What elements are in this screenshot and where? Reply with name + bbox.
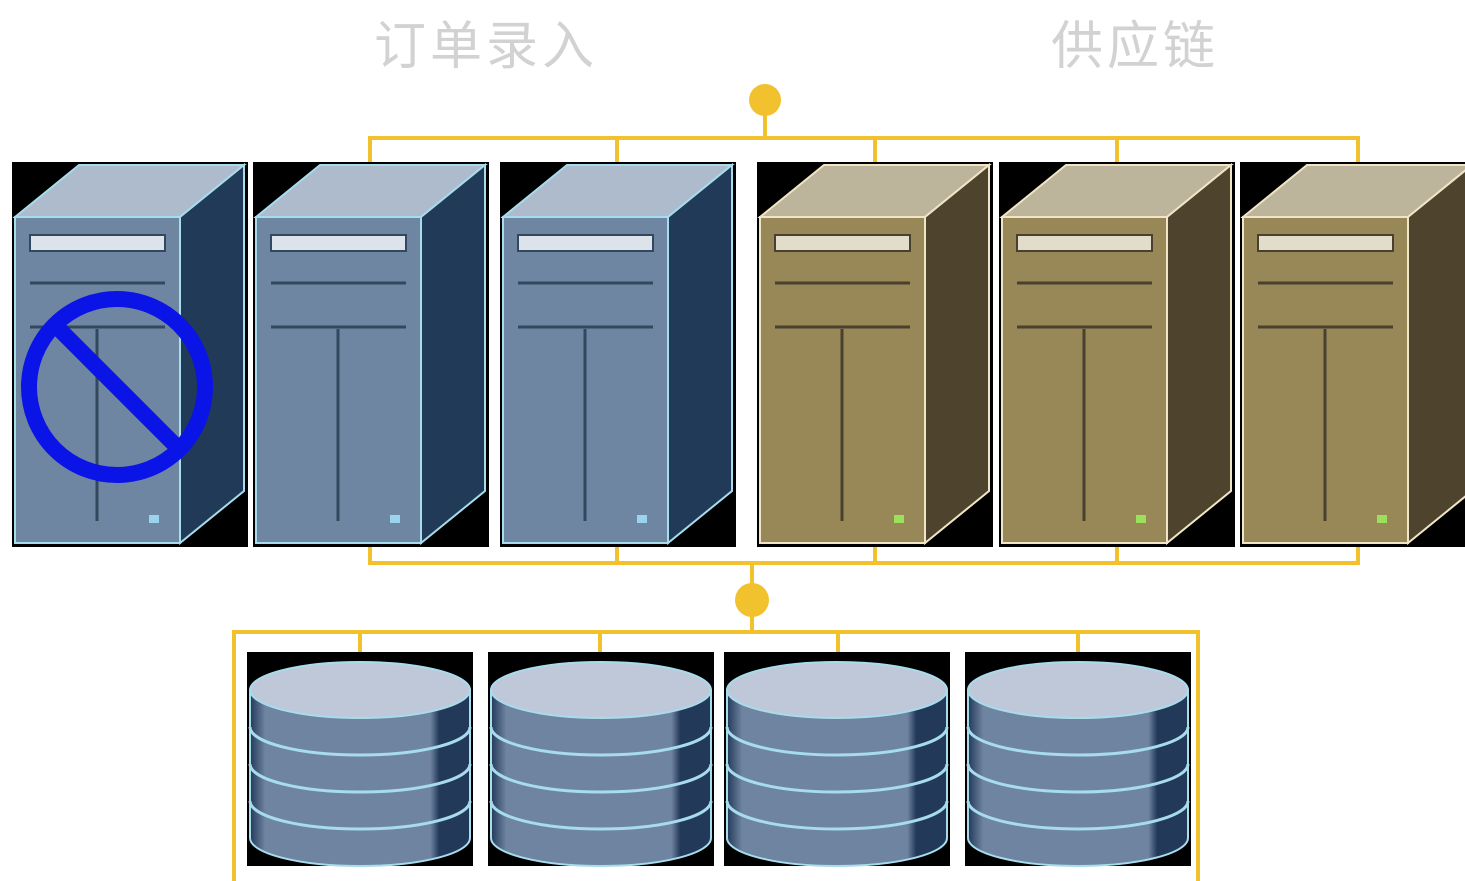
server-side-face [924,162,990,546]
server-drive-bay [1257,234,1394,252]
prohibited-ring [21,291,213,483]
server-status-led [390,515,400,523]
storage-platter-ring [966,800,1190,831]
server-drive-bay [1016,234,1153,252]
storage-body [967,689,1189,867]
server-status-led [1136,515,1146,523]
storage-platter-ring [725,800,949,831]
supply-chain-label: 供应链 [1050,17,1219,77]
server-drive-bay [270,234,407,252]
server-drive-bay [29,234,166,252]
server-side-face [1407,169,1465,546]
bottom-hub-node [735,583,769,617]
storage-top [726,661,948,719]
server-tower [253,162,489,547]
storage-platter-ring [248,763,472,794]
server-tower [757,162,993,547]
storage-disk-stack [247,652,473,867]
server-tower [1240,162,1465,547]
server-drive-bay [774,234,911,252]
server-status-led [637,515,647,523]
order-entry-label: 订单录入 [373,17,598,77]
server-tower [500,162,736,547]
server-side-face [667,162,733,546]
storage-body [490,689,712,867]
storage-disk-stack [965,652,1191,867]
storage-platter-ring [489,800,713,831]
storage-top [490,661,712,719]
server-status-led [1377,515,1387,523]
server-tower [12,162,248,547]
storage-top [967,661,1189,719]
server-status-led [894,515,904,523]
storage-body [249,689,471,867]
storage-platter-ring [725,726,949,757]
prohibited-slash [49,319,185,455]
storage-platter-ring [248,800,472,831]
server-drive-bay [517,234,654,252]
storage-platter-ring [966,726,1190,757]
storage-disk-stack [488,652,714,867]
server-side-face [420,162,486,546]
top-hub-node [749,84,781,116]
storage-platter-ring [489,763,713,794]
storage-platter-ring [489,726,713,757]
storage-platter-ring [725,763,949,794]
prohibited-icon [21,291,213,483]
server-status-led [149,515,159,523]
storage-disk-stack [724,652,950,867]
server-side-face [179,162,245,546]
storage-platter-ring [966,763,1190,794]
server-side-face [1166,162,1232,546]
storage-body [726,689,948,867]
connector-lines [232,98,1360,881]
storage-platter-ring [248,726,472,757]
storage-top [249,661,471,719]
server-tower [999,162,1235,547]
